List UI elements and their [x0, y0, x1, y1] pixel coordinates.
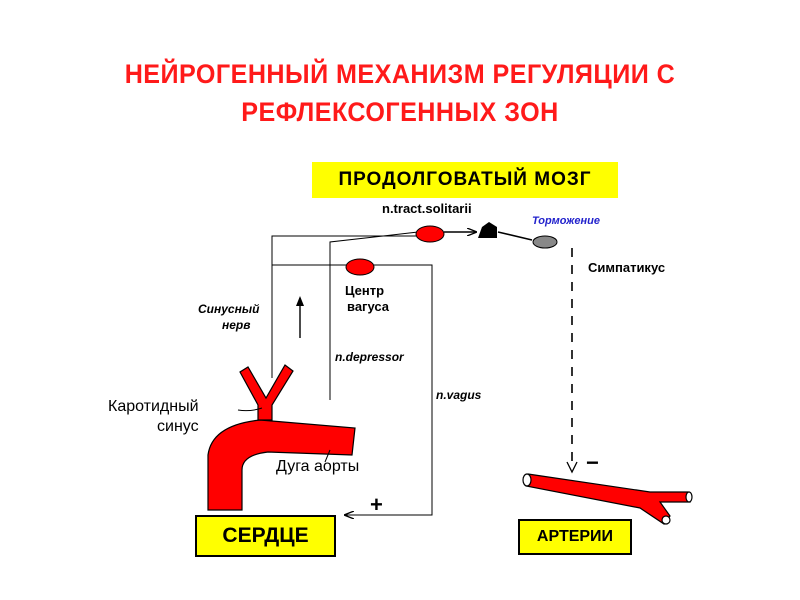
title-line-2: РЕФЛЕКСОГЕННЫХ ЗОН — [241, 97, 559, 127]
minus-sign: − — [586, 450, 599, 475]
inhibitory-interneuron — [478, 222, 497, 238]
carotid-pointer — [237, 407, 263, 412]
vagus-label: n.vagus — [436, 388, 482, 402]
diagram-title: НЕЙРОГЕННЫЙ МЕХАНИЗМ РЕГУЛЯЦИИ С РЕФЛЕКС… — [28, 55, 772, 131]
vagus-center-nucleus — [345, 258, 375, 276]
vagus-center-label-1: Центр — [345, 283, 385, 298]
aortic-arch-label: Дуга аорты — [276, 458, 360, 475]
sympathicus-label: Симпатикус — [588, 260, 666, 275]
vagus-center-label-2: вагуса — [347, 299, 389, 314]
aortic-arch — [207, 419, 356, 511]
carotid-artery — [239, 364, 294, 421]
inhibitor-to-sympathetic — [497, 231, 533, 241]
inhibition-label: Торможение — [532, 215, 601, 227]
aorta-pointer — [324, 449, 331, 463]
vagus-path — [345, 264, 433, 515]
arteries-box: АРТЕРИИ — [518, 519, 632, 555]
plus-sign: + — [370, 492, 383, 517]
depressor-label: n.depressor — [335, 350, 404, 364]
medulla-box: ПРОДОЛГОВАТЫЙ МОЗГ — [312, 162, 618, 198]
sinus-nerve-path — [271, 235, 418, 378]
tract-solitarii-label: n.tract.solitarii — [382, 201, 472, 216]
heart-box: СЕРДЦЕ — [195, 515, 336, 557]
heart-label: СЕРДЦЕ — [222, 524, 309, 547]
afferent-up-arrowhead — [296, 296, 304, 306]
carotid-sinus-label-1: Каротидный — [108, 398, 199, 415]
arteries-label: АРТЕРИИ — [536, 528, 614, 545]
medulla-label: ПРОДОЛГОВАТЫЙ МОЗГ — [338, 169, 592, 190]
artery-vessel — [522, 473, 693, 525]
depressor-path — [329, 231, 419, 400]
sympathetic-arrowhead — [566, 461, 578, 474]
sinus-nerve-label-1: Синусный — [198, 302, 260, 316]
carotid-sinus-label-2: синус — [157, 418, 199, 435]
tract-solitarii-nucleus — [415, 225, 445, 243]
title-line-1: НЕЙРОГЕННЫЙ МЕХАНИЗМ РЕГУЛЯЦИИ С — [124, 59, 676, 89]
sinus-nerve-label-2: нерв — [222, 318, 251, 332]
sympathetic-synapse — [532, 235, 558, 249]
